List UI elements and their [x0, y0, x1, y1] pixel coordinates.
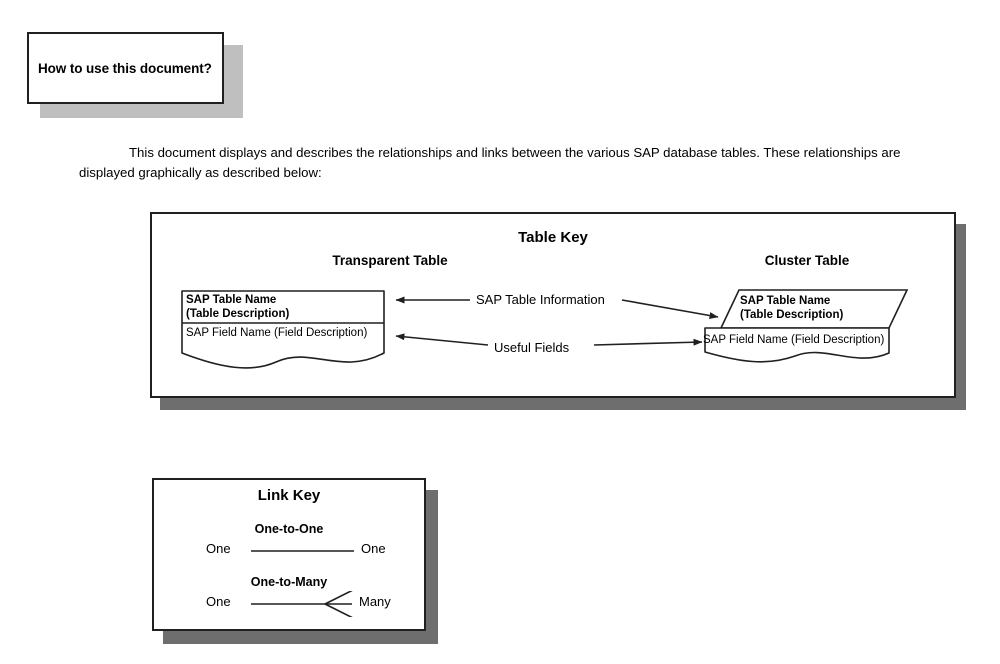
link-key-title: Link Key	[257, 487, 321, 504]
cluster-table-name: SAP Table Name	[740, 295, 831, 307]
cluster-table-header-text: SAP Table Name (Table Description)	[740, 294, 843, 322]
cluster-table-heading: Cluster Table	[764, 253, 850, 268]
link-key-panel: Link Key One-to-One One One One-to-Many …	[152, 478, 426, 631]
relation-row-one-to-one: One One	[154, 538, 424, 564]
relation-title-one-to-many: One-to-Many	[250, 575, 328, 589]
connector-label-useful-fields: Useful Fields	[490, 340, 574, 355]
transparent-table-outline	[181, 290, 385, 369]
transparent-table-shape: SAP Table Name (Table Description) SAP F…	[181, 290, 391, 372]
title-callout-box: How to use this document?	[27, 32, 224, 104]
relation-one-to-many-connector	[251, 591, 353, 617]
connector-useful-fields-right	[593, 338, 703, 346]
title-callout-label: How to use this document?	[38, 61, 212, 76]
cluster-table-field-line: SAP Field Name (Field Description)	[703, 334, 885, 346]
relation-one-to-many-left-label: One	[206, 594, 231, 609]
transparent-table-description: (Table Description)	[186, 308, 290, 320]
relation-one-to-one-connector	[251, 550, 354, 552]
relation-title-one-to-one: One-to-One	[254, 522, 324, 536]
relation-row-one-to-many: One Many	[154, 591, 424, 617]
transparent-table-field-line: SAP Field Name (Field Description)	[186, 327, 368, 339]
intro-paragraph: This document displays and describes the…	[79, 145, 901, 180]
connector-useful-fields-left	[395, 333, 489, 346]
transparent-table-name: SAP Table Name	[186, 294, 277, 306]
table-key-title: Table Key	[518, 229, 588, 246]
cluster-table-shape: SAP Table Name (Table Description) SAP F…	[695, 284, 921, 374]
relation-one-to-one-right-label: One	[361, 541, 386, 556]
connector-label-sap-table-information: SAP Table Information	[472, 292, 609, 307]
table-key-panel: Table Key Transparent Table Cluster Tabl…	[150, 212, 956, 398]
relation-one-to-many-right-label: Many	[359, 594, 391, 609]
transparent-table-header-text: SAP Table Name (Table Description)	[186, 293, 289, 321]
relation-one-to-one-left-label: One	[206, 541, 231, 556]
cluster-table-outline	[704, 289, 909, 363]
transparent-table-heading: Transparent Table	[332, 253, 448, 268]
cluster-table-description: (Table Description)	[740, 309, 844, 321]
